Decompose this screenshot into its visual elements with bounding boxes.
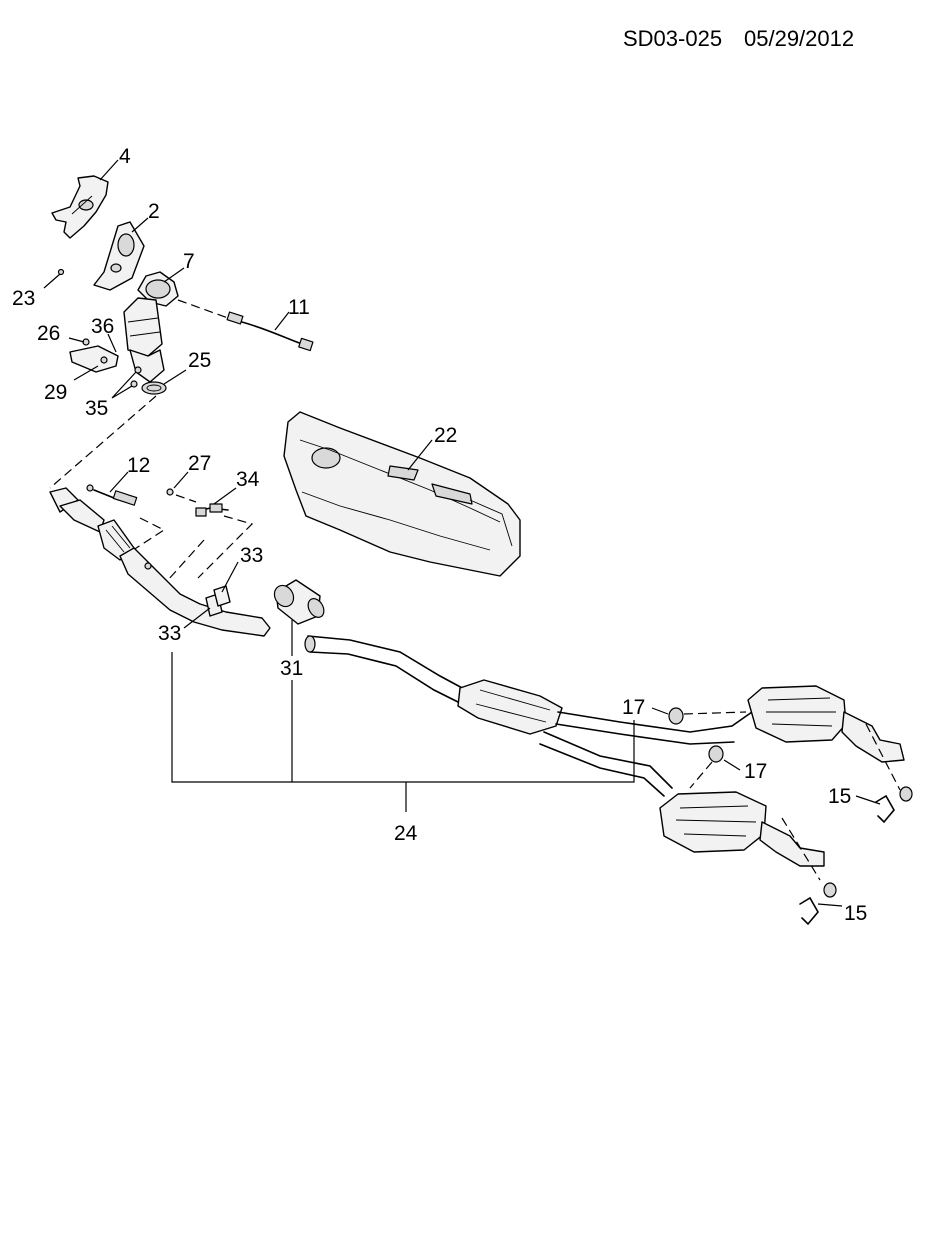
- leader-2: [131, 217, 149, 233]
- part-25-flange-gasket: [141, 381, 167, 395]
- bracket-24: [171, 652, 635, 812]
- callout-34: 34: [236, 468, 260, 491]
- assembly-line-sensor-27: [175, 494, 197, 503]
- leader-27: [173, 471, 189, 489]
- part-15-hanger-upper: [865, 723, 913, 824]
- leader-4: [99, 159, 119, 181]
- leader-34: [213, 487, 237, 505]
- part-4-upper-heat-shield: [51, 175, 109, 239]
- leader-15a: [855, 795, 881, 805]
- callout-15a: 15: [828, 785, 851, 808]
- part-22-underbody-heat-shield: [283, 411, 521, 577]
- assembly-line-sensor-12: [129, 517, 166, 553]
- leader-26: [68, 337, 85, 343]
- assembly-line-34: [197, 515, 254, 579]
- assembly-line-front: [49, 395, 157, 489]
- callout-31: 31: [280, 657, 303, 680]
- leader-7: [163, 267, 185, 283]
- part-17-insulator-lower: [689, 745, 724, 789]
- callout-27: 27: [188, 452, 211, 475]
- part-31-coupling: [273, 579, 325, 625]
- diagram-code: SD03-025: [623, 26, 722, 51]
- part-2-manifold-gasket: [93, 221, 145, 291]
- part-35-nuts: [130, 366, 142, 388]
- callout-17a: 17: [622, 696, 645, 719]
- callout-2: 2: [148, 200, 160, 223]
- part-36-bracket: [69, 345, 119, 373]
- part-23-stud: [57, 268, 65, 276]
- part-15-hanger-lower: [781, 817, 837, 926]
- callout-29: 29: [44, 381, 67, 404]
- leader-25: [163, 369, 187, 385]
- leader-33b: [183, 607, 211, 629]
- part-17-insulator-upper: [668, 707, 747, 725]
- part-33-clamp: [205, 585, 231, 617]
- leader-23: [43, 273, 61, 289]
- part-34-hanger: [195, 503, 229, 517]
- callout-22: 22: [434, 424, 457, 447]
- leader-29: [73, 365, 99, 381]
- callout-23: 23: [12, 287, 35, 310]
- leader-22: [407, 439, 433, 471]
- leader-33a: [221, 561, 239, 593]
- part-27-fitting: [166, 488, 174, 496]
- leader-35: [111, 371, 137, 399]
- leader-17a: [651, 707, 669, 715]
- part-7-catalytic-converter-manifold: [123, 271, 179, 383]
- callout-7: 7: [183, 250, 195, 273]
- callout-17b: 17: [744, 760, 767, 783]
- callout-12: 12: [127, 454, 150, 477]
- callout-33a: 33: [240, 544, 263, 567]
- callout-33b: 33: [158, 622, 181, 645]
- callout-35: 35: [85, 397, 108, 420]
- callout-11: 11: [288, 296, 310, 319]
- callout-4: 4: [119, 145, 131, 168]
- leader-15b: [817, 903, 843, 907]
- callout-15b: 15: [844, 902, 867, 925]
- leader-17b: [723, 759, 741, 771]
- callout-26: 26: [37, 322, 60, 345]
- leader-12: [109, 471, 129, 493]
- callout-24: 24: [394, 822, 418, 845]
- diagram-date: 05/29/2012: [744, 26, 854, 51]
- callout-36: 36: [91, 315, 114, 338]
- front-pipe-assembly: [49, 487, 271, 637]
- leader-11: [274, 311, 290, 331]
- assembly-line-34b: [167, 539, 205, 581]
- leader-36: [107, 333, 117, 353]
- part-11-oxygen-sensor: [177, 299, 314, 352]
- callout-25: 25: [188, 349, 211, 372]
- part-12-sensor: [86, 484, 138, 506]
